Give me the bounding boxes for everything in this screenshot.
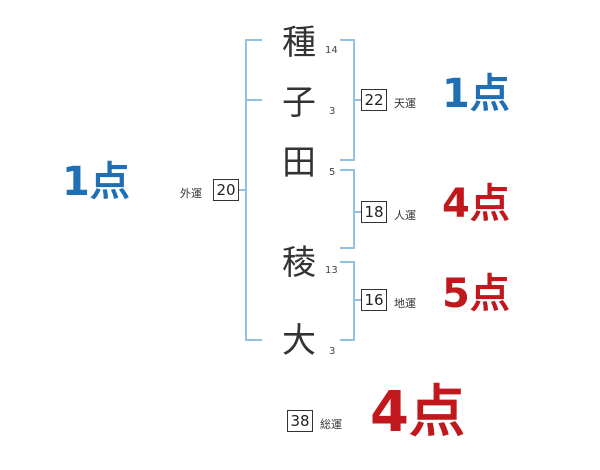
- name-char-5: 大: [282, 321, 316, 361]
- name-char-4: 稜: [282, 243, 316, 283]
- name-char-2: 子: [282, 83, 316, 123]
- jinun-score: 4点: [442, 181, 510, 227]
- stroke-count-4: 13: [325, 265, 338, 276]
- souun-label: 総運: [320, 418, 342, 431]
- stroke-count-3: 5: [329, 167, 336, 178]
- souun-value-box: 38: [287, 410, 313, 432]
- jinun-bracket: [340, 169, 355, 249]
- gaiun-value-box: 20: [213, 179, 239, 201]
- gaiun-score: 1点: [62, 159, 130, 205]
- stroke-count-5: 3: [329, 346, 336, 357]
- stroke-count-1: 14: [325, 45, 338, 56]
- tenun-score: 1点: [442, 71, 510, 117]
- chiun-score: 5点: [442, 271, 510, 317]
- jinun-value-box: 18: [361, 201, 387, 223]
- chiun-label: 地運: [394, 297, 416, 310]
- tenun-label: 天運: [394, 97, 416, 110]
- chiun-bracket: [340, 261, 355, 341]
- jinun-label: 人運: [394, 209, 416, 222]
- gaiun-label: 外運: [180, 187, 202, 200]
- gaiun-bracket: [245, 39, 262, 341]
- tenun-bracket: [340, 39, 355, 161]
- chiun-value-box: 16: [361, 289, 387, 311]
- tenun-value-box: 22: [361, 89, 387, 111]
- name-char-3: 田: [282, 143, 316, 183]
- souun-score: 4点: [370, 380, 465, 445]
- stroke-count-2: 3: [329, 106, 336, 117]
- name-char-1: 種: [282, 23, 316, 63]
